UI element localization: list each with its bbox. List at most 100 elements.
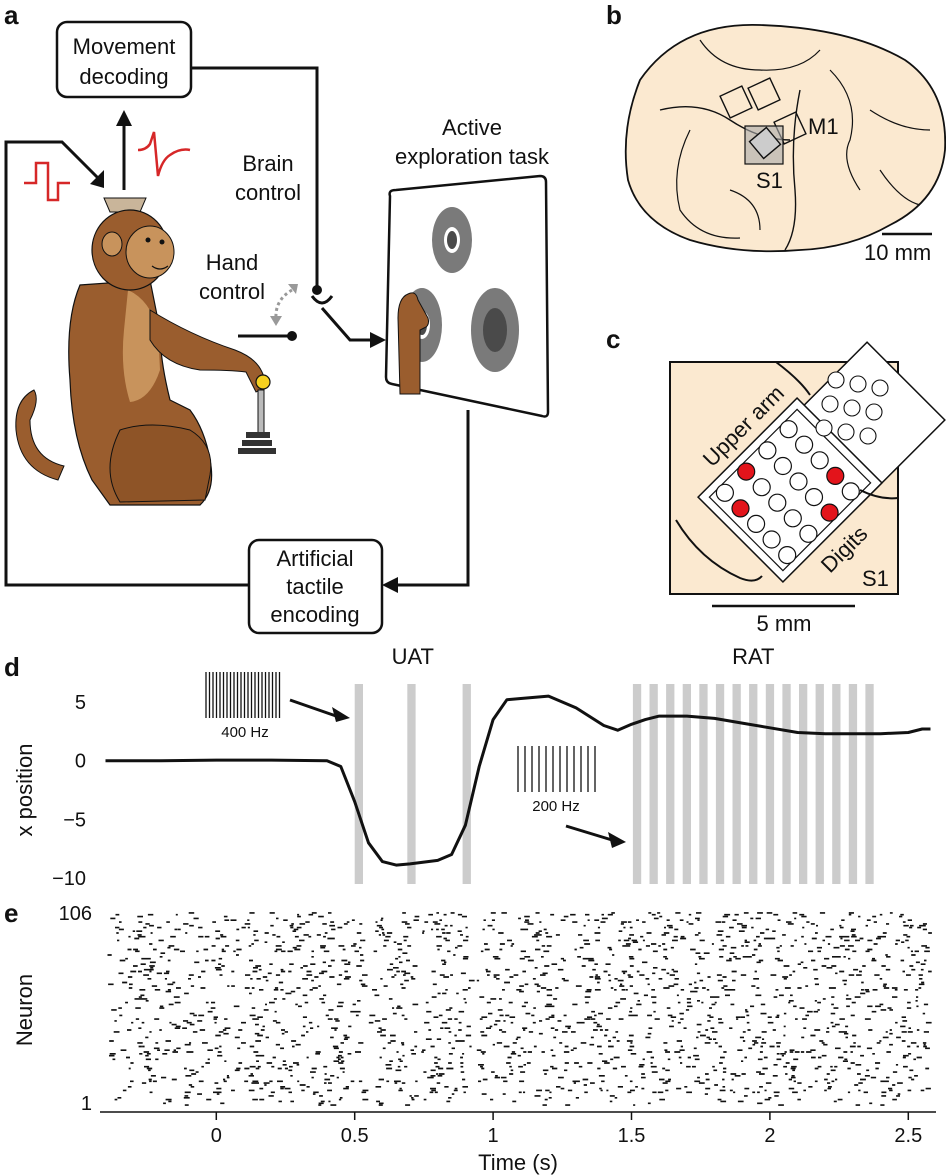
uat-label: UAT: [392, 644, 434, 669]
electrode-dot: [841, 482, 860, 501]
electrode-dot: [762, 530, 781, 549]
stim-window-bar: [462, 684, 471, 884]
x-tick-label: 0: [211, 1125, 222, 1147]
arrowhead-to-head: [90, 170, 104, 188]
electrode-dot: [746, 514, 766, 534]
arrowhead-400hz: [332, 707, 350, 722]
spike-waveform-icon: [137, 131, 191, 177]
electrode-dot-digits: [871, 379, 889, 397]
toggle-arrow-down: [270, 316, 282, 326]
stim-window-bar: [799, 684, 808, 884]
encoder-to-head-line: [4, 140, 249, 587]
rat-label: RAT: [732, 644, 774, 669]
x-tick-label: 2.5: [894, 1125, 922, 1147]
electrode-dot-digits: [827, 371, 845, 389]
target-top-inner: [447, 231, 457, 249]
panel-label-b: b: [606, 0, 622, 30]
switch-arc: [310, 295, 334, 305]
arrowhead-to-task: [370, 332, 386, 348]
electrode-dot: [737, 462, 756, 481]
switch-output-line: [320, 307, 372, 342]
encoder-label-3: encoding: [270, 602, 359, 627]
electrode-dot: [810, 451, 829, 470]
stim-window-bar: [715, 684, 725, 884]
target-right-inner: [483, 308, 507, 352]
electrode-dot-digits: [843, 399, 861, 417]
electrode-dots: [715, 371, 889, 565]
electrode-dot: [804, 488, 824, 507]
electrode-dot-digits: [849, 375, 867, 393]
stim-window-bar: [354, 684, 363, 884]
joystick-icon: [238, 374, 276, 454]
electrode-dot: [826, 466, 845, 485]
encoder-label-1: Artificial: [276, 546, 353, 571]
electrode-dot: [794, 435, 814, 454]
stim-window-bar: [666, 684, 675, 884]
label-m1: M1: [808, 114, 839, 139]
stim-pulse-icon: [24, 161, 70, 202]
arrow-200hz: [565, 824, 613, 842]
electrode-dot: [715, 483, 735, 502]
stim-window-bar: [732, 684, 741, 884]
electrode-dot: [779, 420, 798, 439]
switch-toggle-dashed: [274, 288, 293, 319]
panel-label-d: d: [4, 652, 20, 682]
stim-window-bar: [407, 684, 416, 884]
y-axis-label: x position: [12, 744, 37, 837]
electrode-dot-digits: [837, 423, 855, 441]
label-s1-array: S1: [862, 566, 889, 591]
x-tick-label: 1: [488, 1125, 499, 1147]
y-tick-label: −10: [52, 868, 86, 890]
stim-window-bar: [749, 684, 758, 884]
arrowhead-up: [116, 110, 132, 126]
arrowhead-200hz: [608, 832, 626, 848]
stim-window-bar: [765, 684, 775, 884]
y-tick-label: 1: [81, 1093, 92, 1115]
x-axis-label: Time (s): [478, 1150, 558, 1175]
task-title-2: exploration task: [395, 144, 550, 169]
electrode-dot: [820, 503, 839, 522]
electrode-dot: [758, 441, 777, 460]
stim-window-bar: [865, 684, 874, 884]
stim-window-bar: [782, 684, 791, 884]
electrode-dot: [731, 499, 750, 518]
electrode-dot: [752, 478, 771, 497]
task-title-1: Active: [442, 115, 502, 140]
y-tick-label: −5: [63, 809, 86, 831]
stim-window-bar: [815, 684, 824, 884]
panel-label-c: c: [606, 324, 620, 354]
stim-window-bar: [632, 684, 642, 884]
avatar-arm: [397, 292, 429, 395]
arrow-400hz: [289, 698, 337, 718]
x-tick-label: 1.5: [618, 1125, 646, 1147]
arrowhead-to-encoder: [382, 577, 398, 593]
electrode-dot: [789, 472, 808, 491]
stim-window-bar: [848, 684, 858, 884]
electrode-dot: [783, 509, 802, 528]
freq-label-400hz: 400 Hz: [221, 724, 269, 741]
movement-decoding-label-2: decoding: [79, 64, 168, 89]
brain-control-label-2: control: [235, 180, 301, 205]
electrode-dot-digits: [815, 419, 833, 437]
encoder-label-2: tactile: [286, 574, 343, 599]
stim-window-bar: [649, 684, 658, 884]
hand-control-label-2: control: [199, 279, 265, 304]
decoder-to-switch-line: [191, 66, 319, 288]
x-tick-label: 0.5: [341, 1125, 369, 1147]
movement-decoding-label-1: Movement: [73, 34, 176, 59]
panel-label-e: e: [4, 898, 18, 928]
movement-decoding-box: [55, 20, 193, 99]
y-tick-label: 0: [75, 751, 86, 773]
hand-control-label-1: Hand: [206, 250, 259, 275]
brain-control-label-1: Brain: [242, 151, 293, 176]
electrode-dot: [768, 493, 787, 512]
x-position-trace: [105, 694, 931, 867]
stim-window-bar: [832, 684, 841, 884]
toggle-arrow-up: [288, 284, 298, 294]
scale-label-5mm: 5 mm: [757, 611, 812, 636]
x-tick-label: 2: [764, 1125, 775, 1147]
electrode-dot: [778, 545, 797, 565]
